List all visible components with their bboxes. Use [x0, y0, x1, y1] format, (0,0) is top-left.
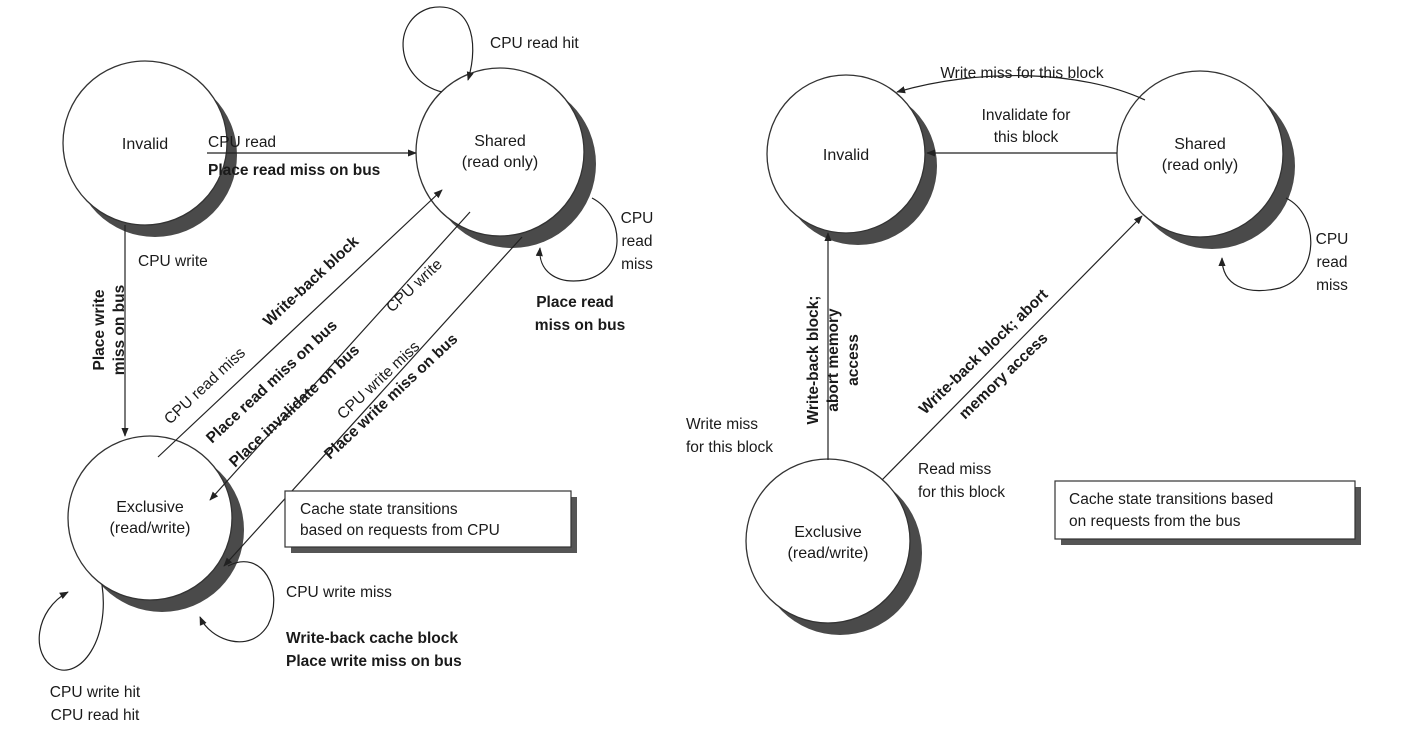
left-label-shared-place-read-l2: miss on bus: [535, 317, 625, 334]
left-label-cpu-read-hit-bottom: CPU read hit: [51, 707, 140, 724]
right-shared-sublabel: (read only): [1162, 157, 1238, 174]
left-label-cpu-read-hit-top: CPU read hit: [490, 35, 579, 52]
left-state-shared: Shared (read only): [415, 67, 596, 248]
left-shared-self-loop-top: [402, 6, 474, 93]
right-legend-l2: on requests from the bus: [1069, 513, 1241, 530]
left-label-place-read-miss: Place read miss on bus: [208, 162, 380, 179]
right-label-wb-abort-l2: abort memory: [825, 308, 842, 412]
right-label-cpu-l3: miss: [1316, 277, 1348, 294]
left-edge-shared-to-exclusive-writemiss: [223, 236, 523, 567]
right-label-write-miss-l1: Write miss: [686, 416, 758, 433]
left-shared-label: Shared: [474, 133, 526, 150]
right-label-write-miss-l2: for this block: [686, 439, 773, 456]
left-legend-l1: Cache state transitions: [300, 501, 458, 518]
right-edge-shared-to-invalid-curve: [896, 74, 1146, 101]
left-label-write-back-block: Write-back block: [260, 233, 362, 330]
right-label-wb-abort-l1: Write-back block;: [805, 296, 822, 425]
left-legend: Cache state transitions based on request…: [284, 490, 577, 553]
left-shared-self-loop-right: [535, 197, 618, 282]
left-label-cpu-write-diag: CPU write: [383, 256, 446, 316]
right-state-exclusive: Exclusive (read/write): [745, 458, 922, 635]
left-diagram: Invalid Shared (read only) Exclusive (re…: [38, 6, 654, 724]
left-edge-shared-to-exclusive-write: [209, 211, 471, 501]
right-legend-l1: Cache state transitions based: [1069, 491, 1273, 508]
left-label-shared-cpu-l3: miss: [621, 256, 653, 273]
right-label-write-miss-top: Write miss for this block: [940, 65, 1104, 82]
left-invalid-label: Invalid: [122, 136, 168, 153]
left-label-shared-cpu-l2: read: [621, 233, 652, 250]
left-label-place-write-l1: Place write: [91, 289, 108, 370]
left-exclusive-label: Exclusive: [116, 499, 184, 516]
left-exclusive-sublabel: (read/write): [110, 520, 191, 537]
right-state-shared: Shared (read only): [1116, 70, 1295, 249]
right-label-invalidate-l2: this block: [994, 129, 1059, 146]
left-label-cpu-write-hit: CPU write hit: [50, 684, 141, 701]
left-label-excl-write-back-cache: Write-back cache block: [286, 630, 458, 647]
right-shared-self-loop: [1218, 197, 1312, 292]
right-state-invalid: Invalid: [766, 74, 937, 245]
right-shared-label: Shared: [1174, 136, 1226, 153]
right-label-cpu-l1: CPU: [1316, 231, 1349, 248]
left-label-shared-place-read-l1: Place read: [536, 294, 614, 311]
right-exclusive-sublabel: (read/write): [788, 545, 869, 562]
left-label-excl-cpu-write-miss: CPU write miss: [286, 584, 392, 601]
left-state-invalid: Invalid: [62, 60, 237, 237]
right-edge-exclusive-to-shared: [881, 215, 1143, 481]
right-legend: Cache state transitions based on request…: [1054, 480, 1361, 545]
right-exclusive-label: Exclusive: [794, 524, 862, 541]
left-exclusive-self-loop-right: [199, 561, 275, 643]
right-label-cpu-l2: read: [1316, 254, 1347, 271]
left-label-shared-cpu-l1: CPU: [621, 210, 654, 227]
right-label-wb-abort-l3: access: [845, 334, 862, 386]
right-label-wb-abort-rot: Write-back block; abort memory access: [805, 296, 862, 425]
left-shared-sublabel: (read only): [462, 154, 538, 171]
left-label-cpu-read: CPU read: [208, 134, 276, 151]
right-label-invalidate-l1: Invalidate for: [982, 107, 1071, 124]
left-edge-exclusive-to-shared: [157, 189, 443, 458]
right-invalid-label: Invalid: [823, 147, 869, 164]
left-label-place-write-rot: Place write miss on bus: [91, 285, 128, 375]
left-state-exclusive: Exclusive (read/write): [67, 435, 244, 612]
right-diagram: Invalid Shared (read only) Exclusive (re…: [686, 65, 1361, 635]
right-label-read-miss-l2: for this block: [918, 484, 1005, 501]
left-label-excl-place-write-miss: Place write miss on bus: [286, 653, 462, 670]
left-legend-l2: based on requests from CPU: [300, 522, 500, 539]
left-label-cpu-write: CPU write: [138, 253, 208, 270]
left-exclusive-self-loop-bottom: [38, 584, 104, 671]
right-label-read-miss-l1: Read miss: [918, 461, 991, 478]
left-label-place-write-l2: miss on bus: [111, 285, 128, 375]
